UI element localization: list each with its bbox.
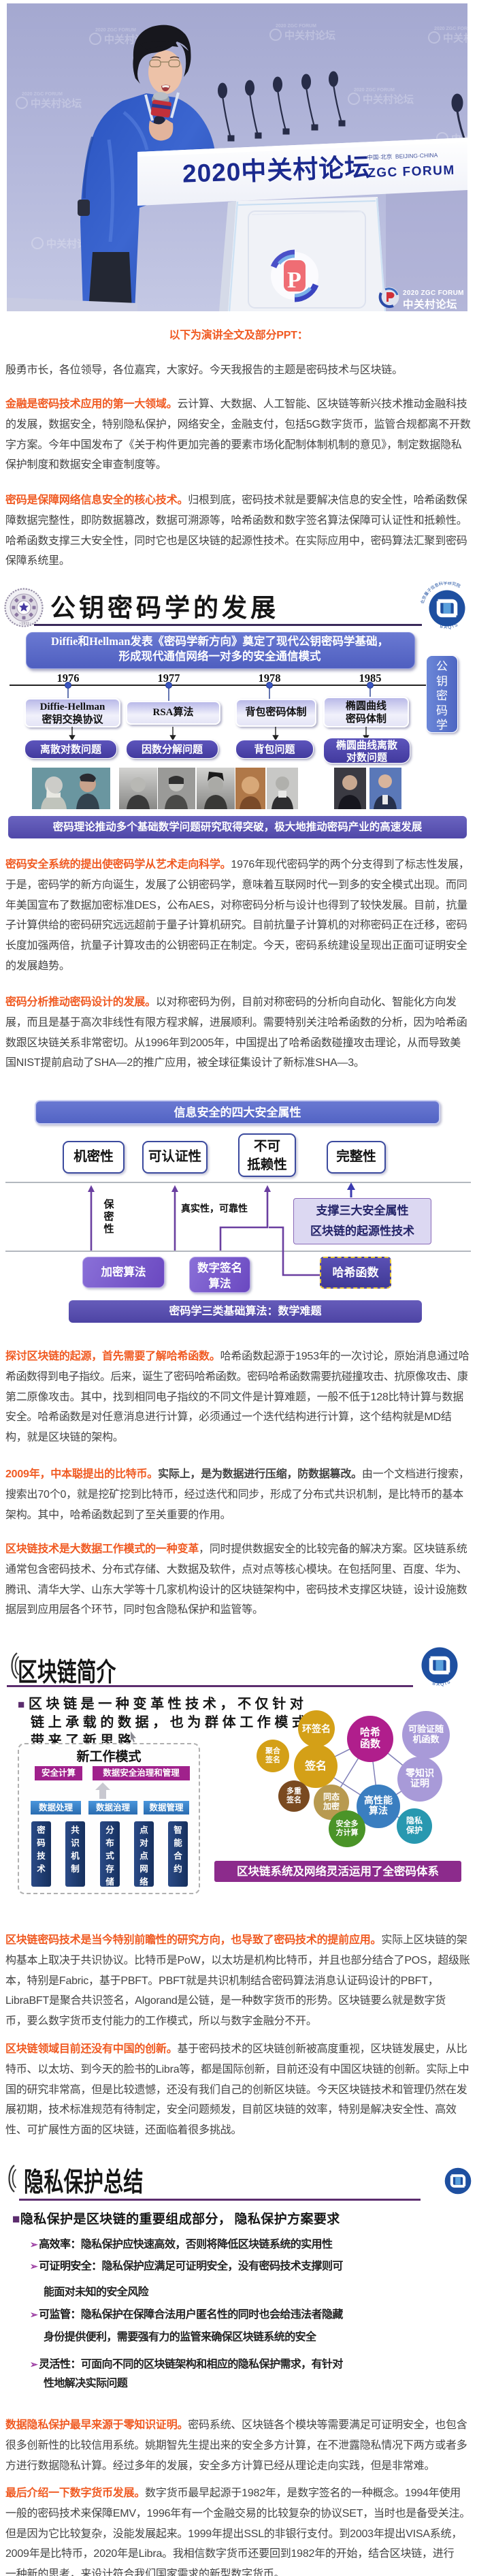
svg-text:中关村论坛: 中关村论坛 (403, 298, 457, 311)
svg-text:中关村论坛: 中关村论坛 (443, 32, 467, 44)
svg-text:中关村论坛: 中关村论坛 (284, 29, 335, 42)
svg-text:ZGC FORUM: ZGC FORUM (367, 163, 455, 180)
svg-text:中关村论坛: 中关村论坛 (31, 97, 82, 110)
svg-text:证明: 证明 (410, 1778, 429, 1789)
svg-text:高性能: 高性能 (364, 1795, 393, 1806)
svg-text:签名: 签名 (304, 1759, 327, 1772)
svg-text:中关村论坛: 中关村论坛 (363, 93, 414, 106)
svg-text:隐私: 隐私 (406, 1815, 423, 1825)
svg-text:1978: 1978 (259, 672, 281, 685)
svg-text:2020 ZGC FORUM: 2020 ZGC FORUM (276, 24, 316, 29)
svg-text:1977: 1977 (158, 672, 180, 685)
svg-text:零知识: 零知识 (405, 1768, 434, 1779)
svg-text:2020 ZGC FORUM: 2020 ZGC FORUM (354, 88, 395, 93)
svg-text:P: P (287, 268, 301, 293)
svg-text:签名: 签名 (286, 1795, 301, 1804)
svg-text:签名: 签名 (265, 1755, 280, 1764)
svg-text:聚合: 聚合 (265, 1746, 281, 1755)
svg-text:2020 ZGC FORUM: 2020 ZGC FORUM (95, 28, 136, 33)
svg-text:多重: 多重 (286, 1786, 301, 1795)
svg-text:中国·北京 BEIJING·CHINA: 中国·北京 BEIJING·CHINA (367, 151, 438, 161)
svg-text:2020 ZGC FORUM: 2020 ZGC FORUM (22, 92, 63, 97)
svg-text:加密: 加密 (323, 1801, 340, 1811)
svg-text:机函数: 机函数 (412, 1734, 440, 1744)
svg-text:算法: 算法 (369, 1805, 388, 1817)
svg-text:函数: 函数 (360, 1738, 381, 1750)
svg-text:2020 ZGC FORUM: 2020 ZGC FORUM (434, 27, 467, 31)
svg-text:保护: 保护 (406, 1825, 423, 1835)
svg-text:~1911~: ~1911~ (19, 622, 31, 626)
svg-text:环签名: 环签名 (302, 1723, 331, 1735)
svg-text:2020中关村论坛: 2020中关村论坛 (182, 153, 371, 188)
svg-text:1985: 1985 (359, 672, 382, 685)
svg-text:同态: 同态 (323, 1791, 340, 1802)
svg-text:2020 ZGC FORUM: 2020 ZGC FORUM (403, 289, 464, 297)
svg-text:哈希: 哈希 (360, 1726, 380, 1738)
svg-text:可验证随: 可验证随 (408, 1724, 444, 1734)
svg-text:安全多: 安全多 (336, 1819, 359, 1828)
svg-text:方计算: 方计算 (336, 1827, 359, 1837)
svg-text:1976: 1976 (57, 672, 80, 685)
